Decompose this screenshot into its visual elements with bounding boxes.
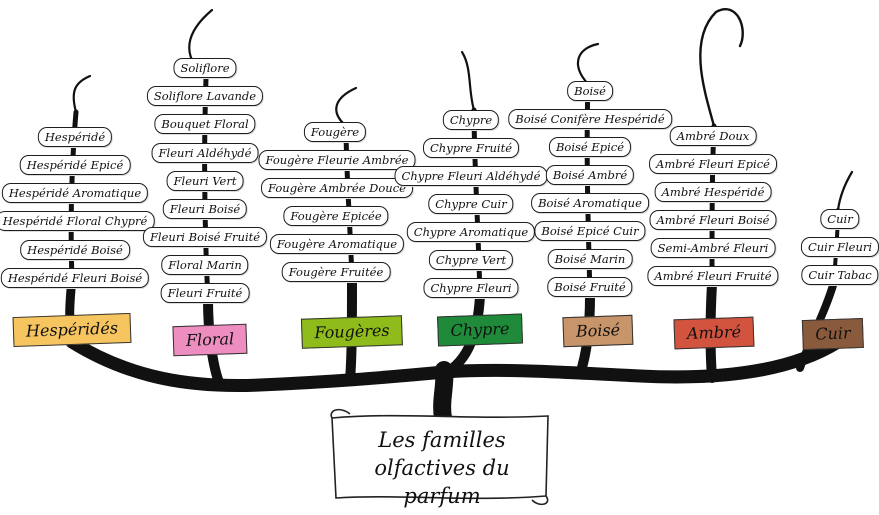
family-name: Fougères [314, 320, 390, 343]
subfamily-label: Fleuri Boisé [162, 199, 248, 219]
tip-cuir [836, 170, 854, 212]
title-line-1: Les familles [378, 428, 506, 452]
subfamily-label: Ambré Fleuri Boisé [649, 210, 777, 230]
subfamily-label: Fougère Aromatique [269, 234, 405, 254]
title-scroll [330, 408, 549, 506]
subfamily-label: Semi-Ambré Fleuri [650, 238, 776, 258]
subfamily-label: Fleuri Aldéhydé [151, 143, 259, 163]
family-name: Chypre [450, 318, 510, 341]
subfamily-label: Hespéridé Aromatique [1, 183, 149, 203]
subfamily-label: Ambré Fleuri Epicé [649, 154, 777, 174]
subfamily-label: Fougère Fleurie Ambrée [258, 150, 416, 170]
family-name: Cuir [815, 323, 851, 344]
family-banner-chypre: Chypre [437, 313, 523, 347]
subfamily-label: Boisé Epicé Cuir [534, 221, 646, 241]
tip-fougeres [335, 86, 358, 128]
subfamily-label: Soliflore [173, 58, 237, 78]
subfamily-label: Boisé Fruité [547, 277, 633, 297]
subfamily-label: Hespéridé Boisé [20, 240, 130, 260]
family-banner-fougeres: Fougères [300, 315, 404, 349]
subfamily-label: Chypre Cuir [428, 194, 514, 214]
subfamily-label: Chypre Fruité [422, 138, 520, 158]
subfamily-label: Boisé [567, 81, 613, 101]
subfamily-label: Fougère Ambrée Douce [261, 178, 413, 198]
subfamily-label: Fleuri Vert [166, 171, 244, 191]
branch-left-main [65, 335, 451, 392]
subfamily-label: Fougère Epicée [283, 206, 389, 226]
subfamily-label: Ambré Fleuri Fruité [647, 266, 779, 286]
subfamily-label: Hespéridé Floral Chypré [0, 211, 155, 231]
subfamily-label: Floral Marin [161, 255, 249, 275]
branch-right-main [437, 335, 845, 384]
subfamily-label: Fougère [303, 122, 367, 142]
tip-ambre [699, 8, 744, 128]
tip-chypre [460, 50, 476, 112]
family-name: Boisé [575, 320, 621, 341]
subfamily-label: Hespéridé Epicé [19, 155, 131, 175]
stem-ambre [709, 123, 717, 287]
subfamily-label: Boisé Aromatique [531, 193, 649, 213]
subfamily-label: Fleuri Boisé Fruité [142, 227, 268, 247]
tip-boise [577, 42, 600, 86]
subfamily-label: Hespéridé Fleuri Boisé [0, 268, 150, 288]
subfamily-label: Chypre Fleuri Aldéhydé [394, 166, 548, 186]
tip-hesperides [72, 74, 92, 114]
diagram-title: Les familles olfactives du parfum [347, 426, 537, 510]
family-name: Ambré [686, 322, 742, 343]
family-banner-hesperides: Hespéridés [12, 312, 132, 348]
subfamily-label: Fougère Fruitée [281, 262, 391, 282]
subfamily-label: Cuir Tabac [801, 265, 879, 285]
subfamily-label: Cuir [820, 209, 860, 229]
subfamily-label: Boisé Conifère Hespéridé [508, 109, 672, 129]
subfamily-label: Boisé Ambré [545, 165, 635, 185]
family-banner-boise: Boisé [562, 314, 634, 348]
family-name: Floral [185, 329, 235, 350]
subfamily-label: Boisé Epicé [548, 137, 632, 157]
family-name: Hespéridés [25, 318, 119, 341]
family-banner-ambre: Ambré [673, 316, 755, 350]
subfamily-label: Ambré Hespéridé [654, 182, 772, 202]
family-banner-cuir: Cuir [801, 317, 865, 351]
subfamily-label: Ambré Doux [669, 126, 757, 146]
subfamily-label: Hespéridé [37, 127, 113, 147]
subfamily-label: Fleuri Fruité [160, 283, 250, 303]
subfamily-label: Cuir Fleuri [800, 237, 879, 257]
subfamily-label: Chypre [442, 110, 500, 130]
subfamily-label: Bouquet Floral [154, 114, 256, 134]
subfamily-label: Boisé Marin [547, 249, 633, 269]
subfamily-label: Chypre Aromatique [406, 222, 536, 242]
family-banner-floral: Floral [172, 323, 248, 357]
title-line-2: olfactives du parfum [374, 456, 510, 508]
subfamily-label: Soliflore Lavande [146, 86, 264, 106]
subfamily-label: Chypre Vert [428, 250, 514, 270]
subfamily-label: Chypre Fleuri [423, 278, 519, 298]
